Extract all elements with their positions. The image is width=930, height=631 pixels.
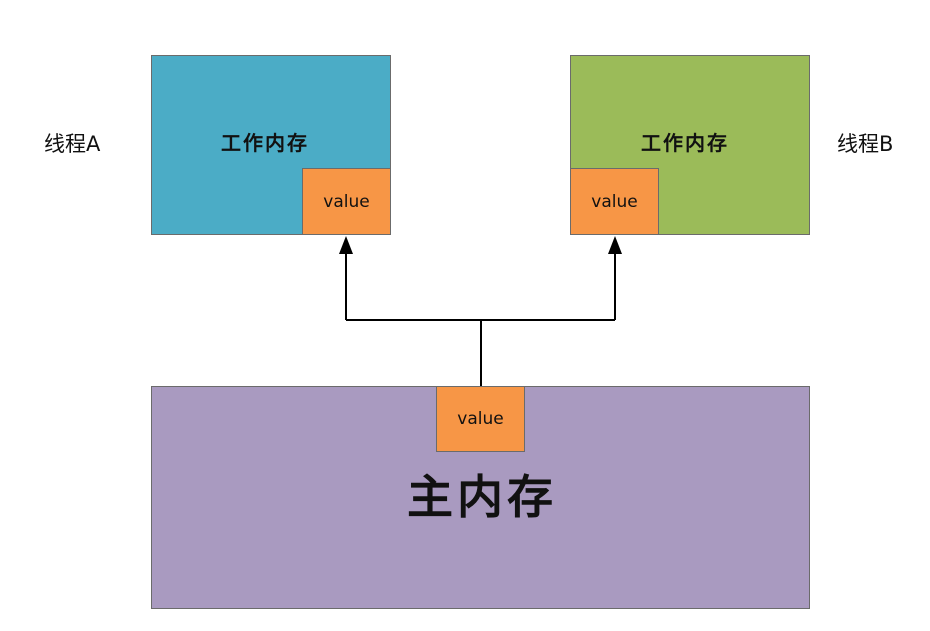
main-memory-title: 主内存 xyxy=(407,470,557,524)
thread-a-label: 线程A xyxy=(44,132,101,156)
main-memory-value-box: value xyxy=(436,386,525,452)
thread-b-label: 线程B xyxy=(837,132,894,156)
thread-a-value-box: value xyxy=(302,168,391,235)
arrowhead-thread-b xyxy=(608,236,622,254)
arrowhead-thread-a xyxy=(339,236,353,254)
thread-b-value-box: value xyxy=(570,168,659,235)
thread-a-working-memory-title: 工作内存 xyxy=(221,131,309,155)
thread-b-working-memory-title: 工作内存 xyxy=(641,131,729,155)
